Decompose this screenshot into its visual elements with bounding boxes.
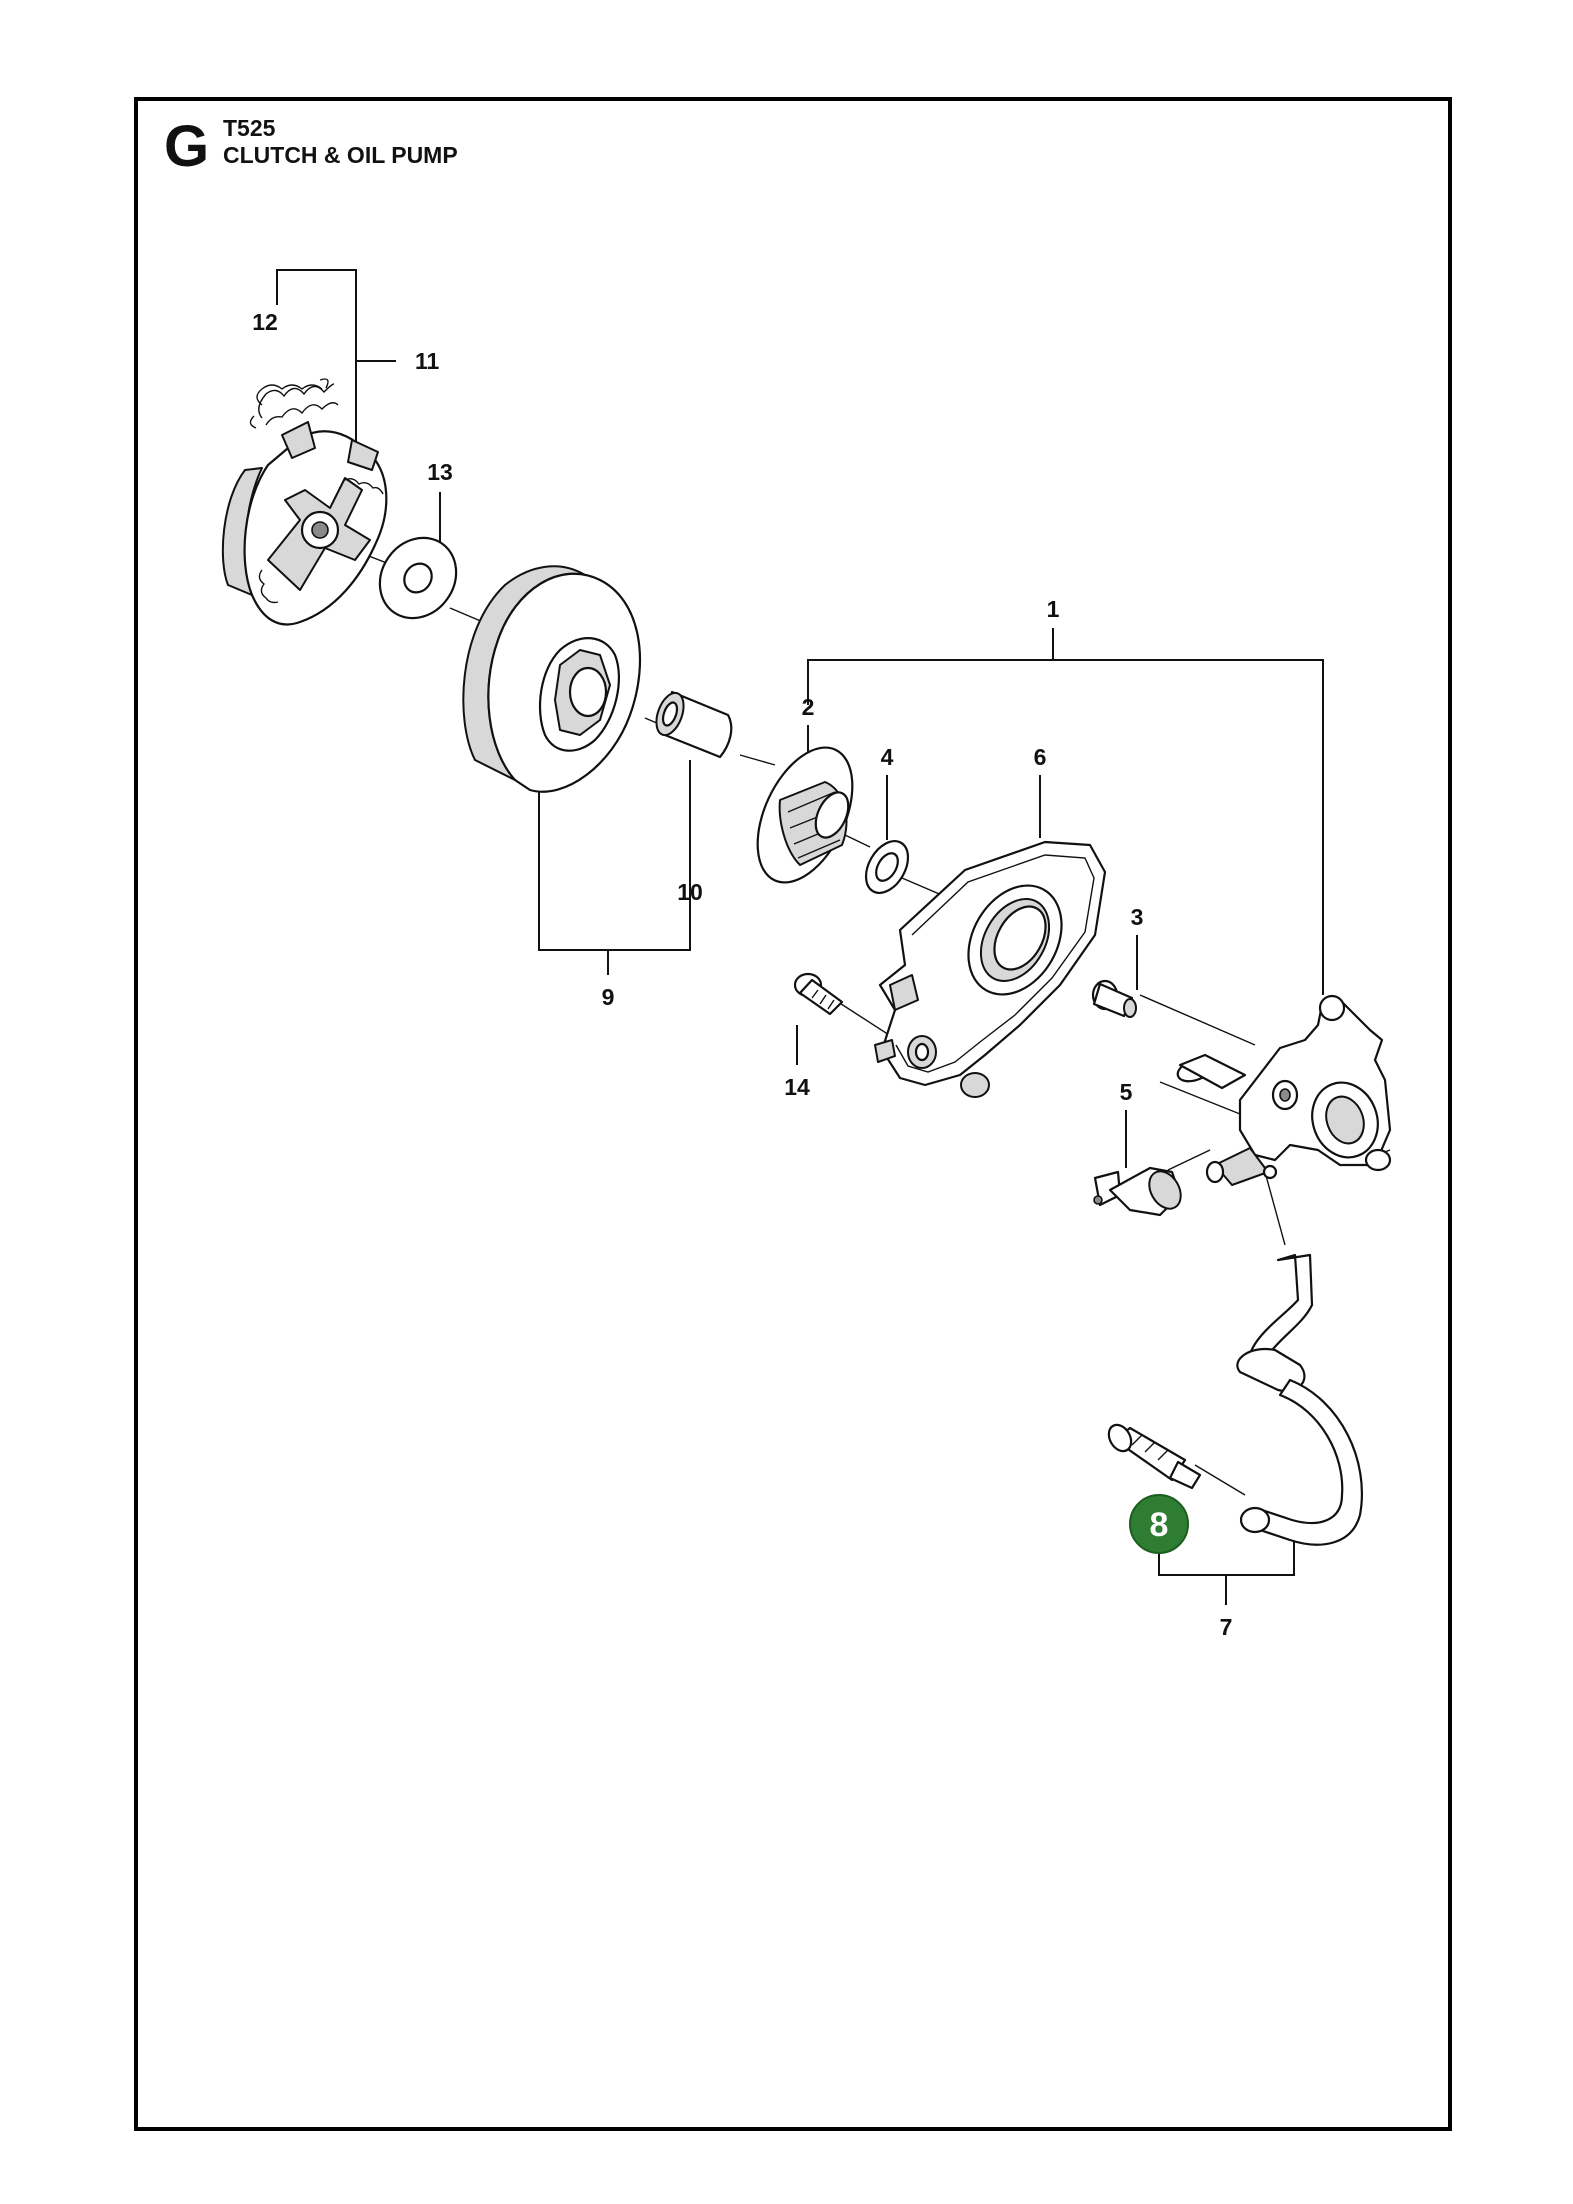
callout-7: 7 <box>1220 1614 1233 1640</box>
callout-13: 13 <box>427 459 453 485</box>
clutch-icon <box>221 421 388 626</box>
callout-10: 10 <box>677 879 703 905</box>
clutch-drum-icon <box>462 565 642 793</box>
washer-icon <box>378 536 458 620</box>
oil-pump-icon <box>1176 994 1392 1186</box>
diagram-frame <box>134 97 1452 2131</box>
callout-labels: 12 11 13 1 2 4 6 10 3 9 14 5 7 <box>252 309 1232 1640</box>
callout-2: 2 <box>802 694 815 720</box>
callout-12: 12 <box>252 309 278 335</box>
hose-icon <box>1236 1253 1363 1546</box>
pin-icon <box>1093 1166 1182 1217</box>
callout-8[interactable]: 8 <box>1150 1506 1169 1544</box>
filter-icon <box>1107 1423 1202 1490</box>
worm-gear-icon <box>756 746 854 884</box>
callout-11: 11 <box>415 348 440 374</box>
highlight-badge[interactable] <box>1129 1494 1189 1554</box>
plate-icon <box>874 840 1107 1098</box>
screw-icon <box>793 972 844 1016</box>
callout-1: 1 <box>1047 596 1060 622</box>
callout-5: 5 <box>1120 1079 1133 1105</box>
model-number: T525 <box>223 115 276 141</box>
needle-bearing-icon <box>655 690 733 759</box>
callout-14: 14 <box>784 1074 810 1100</box>
section-letter: G <box>164 114 210 179</box>
callout-6: 6 <box>1034 744 1047 770</box>
callout-4: 4 <box>881 744 894 770</box>
callout-3: 3 <box>1131 904 1144 930</box>
diagram-title: CLUTCH & OIL PUMP <box>223 142 458 168</box>
spring-icon <box>249 378 339 429</box>
bolt-icon <box>1091 979 1137 1018</box>
callout-8-highlight[interactable]: 8 <box>1129 1494 1189 1554</box>
callout-9: 9 <box>602 984 615 1010</box>
washer-small-icon <box>864 840 910 894</box>
